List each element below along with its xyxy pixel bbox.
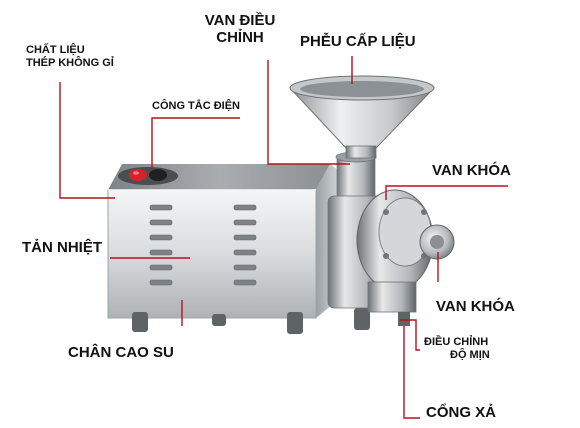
label-adjust-valve-line-2: CHỈNH: [216, 29, 264, 47]
rubber-feet: [132, 308, 370, 334]
label-lock-valve-bottom: VAN KHÓA: [436, 298, 515, 315]
label-lock-valve-top: VAN KHÓA: [432, 162, 511, 179]
leader-power-switch: [151, 117, 240, 170]
leader-lock-valve-top: [385, 185, 508, 200]
leader-material: [59, 82, 115, 199]
label-rubber-feet: CHÂN CAO SU: [68, 344, 174, 361]
machine-body: [107, 164, 338, 319]
label-adjust-valve: VAN ĐIỀU CHỈNH: [198, 12, 282, 47]
leader-fineness: [400, 319, 420, 351]
label-power-switch: CÔNG TẮC ĐIỆN: [152, 100, 240, 112]
leader-outlet: [403, 326, 420, 419]
label-fineness-line-1: ĐIỀU CHỈNH: [424, 336, 489, 348]
leader-adjust-valve: [267, 60, 350, 165]
label-adjust-valve-line-1: VAN ĐIỀU: [204, 12, 276, 29]
heat-sink-vents-right: [233, 204, 257, 286]
power-switch: [118, 167, 178, 185]
label-feed-hopper: PHỄU CẤP LIỆU: [300, 33, 416, 50]
leader-lines: [59, 56, 508, 419]
label-fineness-adjust: ĐIỀU CHỈNH ĐỘ MỊN: [424, 336, 490, 361]
label-fineness-line-2: ĐỘ MỊN: [450, 348, 490, 361]
feed-hopper: [288, 75, 436, 159]
label-outlet: CỔNG XẢ: [426, 404, 497, 421]
label-material: CHẤT LIỆU THÉP KHÔNG GỈ: [26, 44, 114, 69]
label-heat-sink: TẢN NHIỆT: [22, 239, 102, 256]
heat-sink-vents-left: [149, 204, 173, 286]
label-material-line-2: THÉP KHÔNG GỈ: [26, 56, 114, 69]
label-material-line-1: CHẤT LIỆU: [26, 44, 85, 56]
grinding-head: [327, 151, 455, 326]
